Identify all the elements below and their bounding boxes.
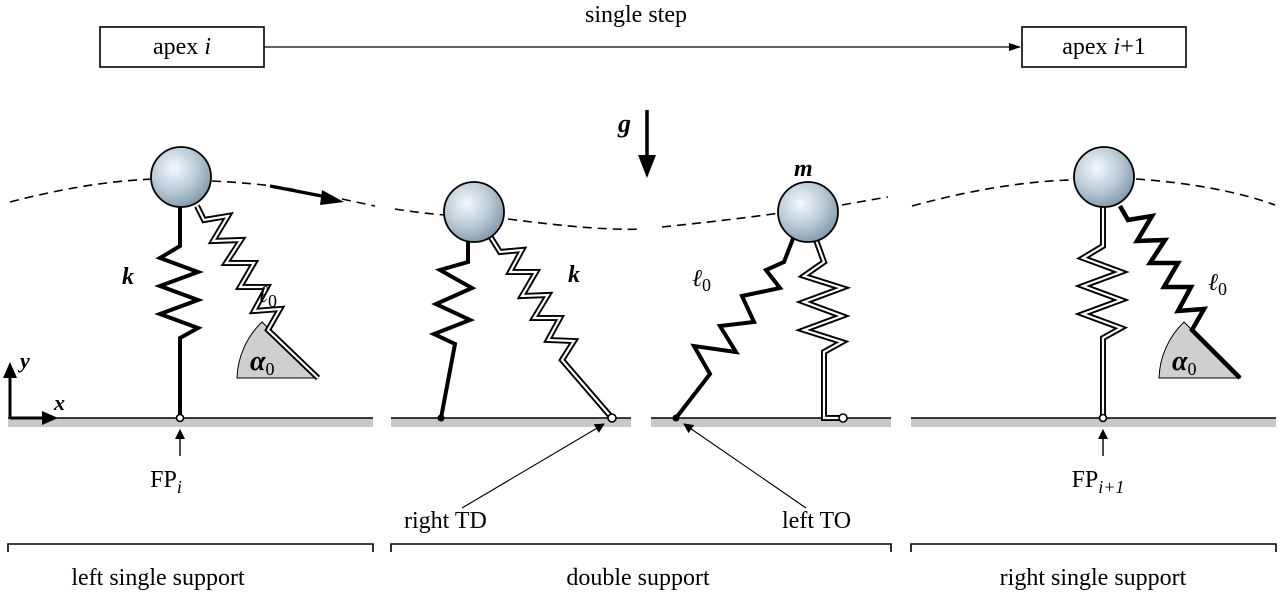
foot-point-left xyxy=(175,413,185,423)
touchdown-label: right TD xyxy=(404,508,487,534)
point-mass-to xyxy=(777,181,839,243)
panel-double-support-takeoff: m ℓ0 xyxy=(672,156,852,423)
stiffness-label-left: k xyxy=(122,264,134,290)
apex-next-label: apex i+1 xyxy=(1062,34,1146,60)
ground xyxy=(8,417,1276,427)
trailing-leg-to xyxy=(794,238,852,421)
apex-next-box xyxy=(1021,26,1187,68)
panel-right-single-support: ℓ0 α0 FPi+1 xyxy=(1072,146,1242,497)
motion-direction-arrowhead xyxy=(320,190,344,205)
ground-middle-a xyxy=(391,418,631,427)
foot-leading-to xyxy=(672,414,680,422)
apex-i-label: apex i xyxy=(153,34,211,60)
phase-brackets xyxy=(7,543,1277,552)
rest-length-label-to: ℓ0 xyxy=(692,266,711,295)
mass-label: m xyxy=(794,156,813,182)
takeoff-pointer xyxy=(683,423,807,509)
point-mass-left xyxy=(150,146,212,208)
foot-point-right-label: FPi+1 xyxy=(1072,467,1125,497)
foot-trailing-to xyxy=(838,413,848,423)
takeoff-label: left TO xyxy=(782,508,851,534)
bracket-middle xyxy=(390,543,892,552)
swing-leg-right xyxy=(1118,204,1242,380)
bracket-left xyxy=(7,543,374,552)
point-mass-td xyxy=(443,181,505,243)
stance-leg-left xyxy=(154,206,204,418)
angle-alpha-wedge-right xyxy=(1158,321,1242,379)
gravity: g xyxy=(617,109,656,178)
com-trajectory xyxy=(9,178,1276,231)
touchdown-pointer xyxy=(461,423,605,509)
foot-point-left-label: FPi xyxy=(150,467,182,497)
event-annotations: right TD left TO xyxy=(404,423,851,534)
angle-label-left: α0 xyxy=(250,346,275,379)
swing-leg-left xyxy=(194,204,321,381)
single-step-label: single step xyxy=(585,2,687,28)
ground-middle-b xyxy=(651,418,891,427)
panel-left-single-support: k ℓ0 α0 FPi xyxy=(122,146,321,497)
foot-point-right xyxy=(1098,413,1108,423)
phase-label-middle: double support xyxy=(566,565,710,591)
stiffness-label-td: k xyxy=(568,262,580,288)
header: apex i single step apex i+1 xyxy=(99,2,1187,68)
rest-length-label-left: ℓ0 xyxy=(258,282,277,311)
axis-x-label: x xyxy=(53,390,65,415)
rest-length-label-right: ℓ0 xyxy=(1208,270,1227,299)
trailing-leg-td xyxy=(428,240,477,419)
angle-label-right: α0 xyxy=(1172,346,1197,379)
leading-leg-to xyxy=(674,235,796,420)
panel-double-support-touchdown: k xyxy=(428,181,617,423)
phase-label-left: left single support xyxy=(71,565,245,591)
ground-left xyxy=(8,418,373,427)
coordinate-axes: y x xyxy=(3,348,65,425)
gravity-symbol: g xyxy=(617,109,631,138)
point-mass-right xyxy=(1073,146,1135,208)
phase-label-right: right single support xyxy=(1000,565,1187,591)
angle-alpha-wedge-left xyxy=(236,321,320,379)
apex-i-box xyxy=(99,26,265,68)
stance-leg-right xyxy=(1074,206,1130,418)
bracket-right xyxy=(910,543,1277,552)
leading-leg-td xyxy=(487,234,615,420)
foot-trailing-td xyxy=(437,414,445,422)
foot-leading-td xyxy=(607,413,617,423)
gravity-arrow-head xyxy=(638,155,656,178)
ground-right xyxy=(911,418,1276,427)
axis-y-label: y xyxy=(17,348,30,373)
